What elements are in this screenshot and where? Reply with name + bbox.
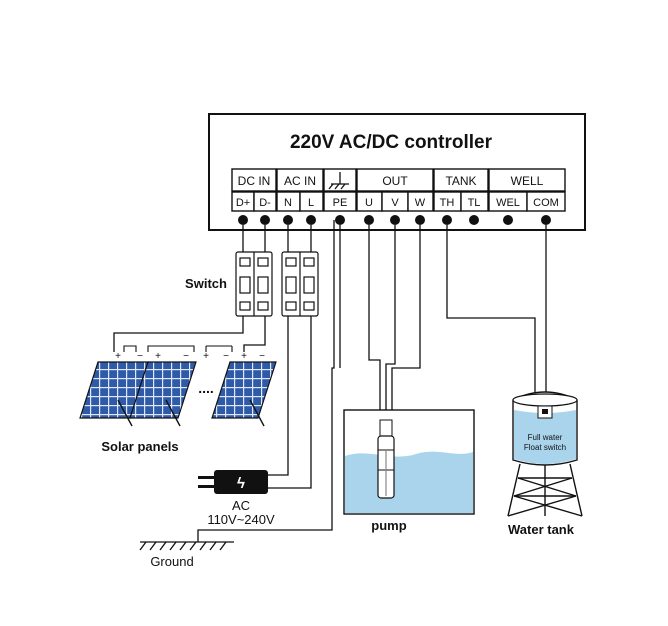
panel2-minus-label: − [183,351,189,362]
plug-bolt-icon: ϟ [237,475,245,492]
switch-dc [235,251,273,317]
terminal-wel: WEL [496,197,520,209]
panel3-minus-label: − [223,351,229,362]
panel4-minus-label: − [259,351,265,362]
panel1-plus-label: + [115,351,121,362]
ac-plug-icon: ϟ [198,470,268,494]
terminal-com: COM [533,197,559,209]
terminal-tl: TL [468,197,481,209]
ground-label: Ground [150,554,193,569]
terminal-pe: PE [333,197,348,209]
panels-ellipsis: .... [198,380,214,396]
terminal-v: V [391,197,399,209]
well [343,409,475,515]
panel2-plus-label: + [155,351,161,362]
solar-panels-label: Solar panels [101,439,178,454]
ground-symbol-icon [328,172,349,190]
switch-label: Switch [185,276,227,291]
panel1-minus-label: − [137,351,143,362]
terminal-th: TH [440,197,455,209]
terminal-d-minus: D- [259,197,271,209]
pump-icon [377,419,395,499]
terminal-n: N [284,197,292,209]
solar-panels: + − + − + − + − .... [79,345,277,427]
ac-label: AC [232,498,250,513]
terminal-w: W [415,197,426,209]
panel4-plus-label: + [241,351,247,362]
solar-panel-3 [211,361,277,427]
switch-ac [281,251,319,317]
group-dc-in: DC IN [238,174,271,188]
terminal-l: L [308,197,314,209]
panel3-plus-label: + [203,351,209,362]
pump-label: pump [371,518,406,533]
group-ac-in: AC IN [284,174,316,188]
terminal-d-plus: D+ [236,197,250,209]
controller: 220V AC/DC controller DC IN AC IN OUT TA… [208,113,586,231]
group-well: WELL [511,174,544,188]
controller-title: 220V AC/DC controller [290,132,493,153]
terminal-u: U [365,197,373,209]
solar-panel-2 [129,361,197,427]
group-out: OUT [382,174,408,188]
float-switch-label-line1: Full water [528,433,563,442]
ground-icon [139,541,234,551]
float-switch-label-line2: Float switch [524,443,566,452]
ac-range-label: 110V~240V [207,512,275,527]
water-tank-icon [507,391,583,517]
terminal-dots [238,215,551,225]
water-tank-label: Water tank [508,522,575,537]
group-tank: TANK [445,174,476,188]
wires [113,220,547,542]
